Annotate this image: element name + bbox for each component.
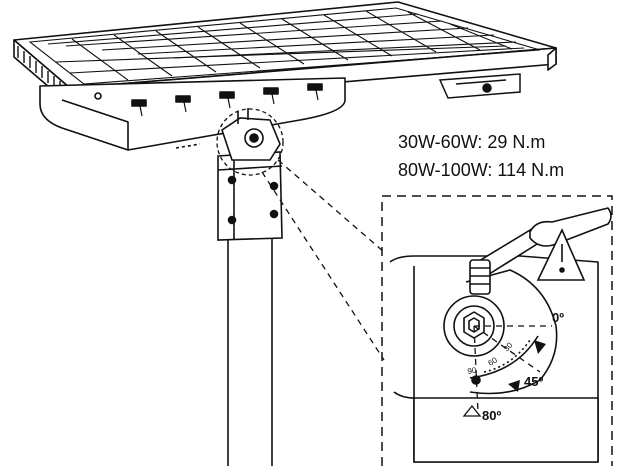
detail-highlight-circle bbox=[216, 108, 284, 176]
angle-arrows bbox=[508, 340, 546, 392]
angle-reference-lines bbox=[473, 325, 552, 413]
torque-spec-high: 80W-100W: 114 N.m bbox=[398, 160, 565, 180]
angle-label-0: 0º bbox=[552, 310, 564, 325]
lamp-housing bbox=[39, 77, 346, 151]
panel-cell-grid bbox=[28, 7, 541, 85]
detail-view bbox=[389, 207, 612, 463]
warning-triangle-icon bbox=[536, 228, 586, 281]
angle-label-80: 80º bbox=[482, 408, 501, 423]
torque-spec-low: 30W-60W: 29 N.m bbox=[398, 132, 546, 152]
rear-bracket bbox=[438, 73, 521, 99]
angle-80-marker bbox=[462, 404, 482, 417]
angle-label-45: 45º bbox=[524, 374, 543, 389]
pole bbox=[217, 108, 283, 466]
scale-tick-90: 90 bbox=[467, 365, 478, 376]
detail-box bbox=[381, 195, 613, 466]
detail-leader-lines bbox=[261, 159, 385, 361]
